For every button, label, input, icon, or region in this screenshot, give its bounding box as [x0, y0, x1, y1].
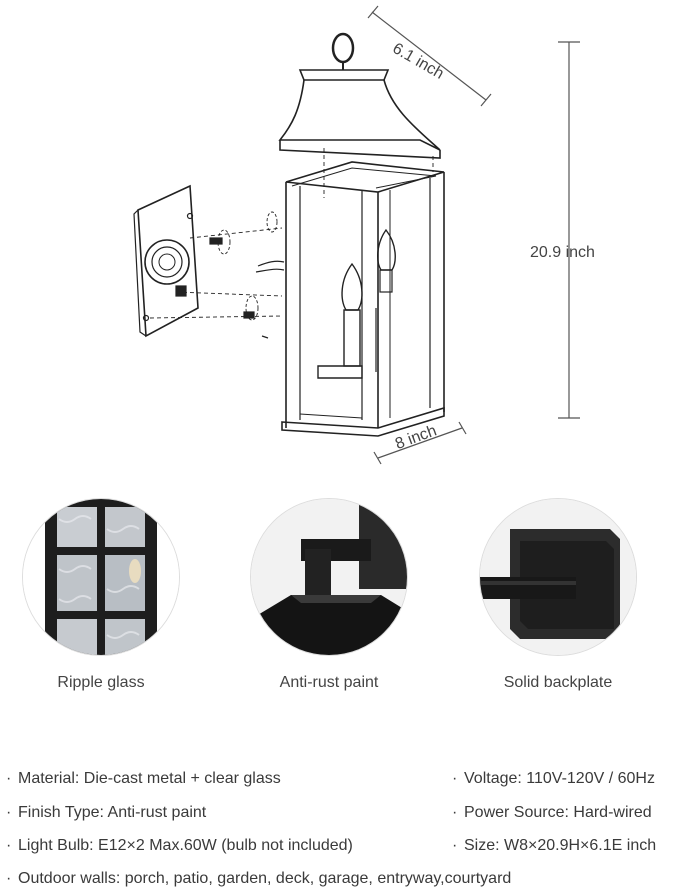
- height-dimension-label: 20.9 inch: [530, 244, 595, 261]
- detail-caption: Ripple glass: [57, 674, 145, 691]
- spec-finish-type: ·Finish Type: Anti-rust paint: [6, 804, 207, 821]
- detail-caption: Anti-rust paint: [279, 674, 379, 691]
- spec-size: ·Size: W8×20.9H×6.1E inch: [452, 837, 657, 854]
- detail-ripple-glass: Ripple glass: [22, 498, 180, 692]
- spec-material: ·Material: Die-cast metal + clear glass: [6, 770, 281, 787]
- solid-backplate-photo: [479, 498, 637, 656]
- spec-outdoor-walls: ·Outdoor walls: porch, patio, garden, de…: [6, 870, 512, 887]
- detail-caption: Solid backplate: [503, 674, 613, 691]
- anti-rust-paint-photo: [250, 498, 408, 656]
- detail-solid-backplate: Solid backplate: [479, 498, 637, 692]
- detail-anti-rust-paint: Anti-rust paint: [250, 498, 408, 692]
- spec-light-bulb: ·Light Bulb: E12×2 Max.60W (bulb not inc…: [6, 837, 353, 854]
- lantern-exploded-diagram: [133, 5, 580, 465]
- ripple-glass-photo: [22, 498, 180, 656]
- spec-voltage: ·Voltage: 110V-120V / 60Hz: [452, 770, 655, 787]
- spec-power-source: ·Power Source: Hard-wired: [452, 804, 652, 821]
